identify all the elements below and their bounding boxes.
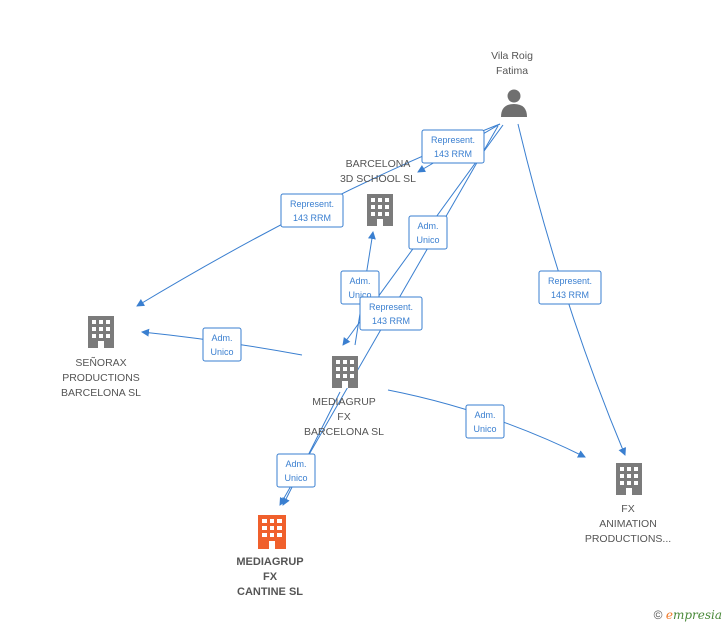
edge-label-adm3[interactable]: Adm. Unico — [202, 327, 242, 362]
footer-brand: © empresia — [654, 608, 722, 622]
edge-label-adm2-line1: Adm. — [349, 276, 370, 286]
building-icon — [367, 194, 393, 226]
building-icon — [616, 463, 642, 495]
edge-label-adm5[interactable]: Adm. Unico — [276, 453, 316, 488]
mediagrup-cantine-line1: MEDIAGRUP — [236, 556, 303, 568]
edge-label-rep2-line1: Represent. — [290, 199, 334, 209]
fx-animation-line2: ANIMATION — [599, 518, 657, 530]
senorax-line3: BARCELONA SL — [61, 387, 141, 399]
mediagrup-cantine-line3: CANTINE SL — [237, 586, 303, 598]
node-barcelona-3d-school[interactable]: BARCELONA 3D SCHOOL SL — [340, 158, 416, 226]
edge-label-rep3[interactable]: Represent. 143 RRM — [359, 296, 423, 331]
edge-label-rep4-line2: 143 RRM — [551, 290, 589, 300]
edge-line-adm5 — [282, 391, 341, 506]
edge-label-adm1-line1: Adm. — [417, 221, 438, 231]
node-person[interactable]: Vila Roig Fatima — [491, 50, 533, 117]
fx-animation-line3: PRODUCTIONS... — [585, 533, 671, 545]
edge-label-rep1-line1: Represent. — [431, 135, 475, 145]
edge-label-rep4-line1: Represent. — [548, 276, 592, 286]
barcelona3d-line2: 3D SCHOOL SL — [340, 173, 416, 185]
node-mediagrup-fx-barcelona[interactable]: MEDIAGRUP FX BARCELONA SL — [304, 356, 384, 438]
edge-label-rep2-line2: 143 RRM — [293, 213, 331, 223]
edge-label-adm4-line2: Unico — [473, 424, 496, 434]
edge-label-rep2[interactable]: Represent. 143 RRM — [280, 193, 344, 228]
senorax-line1: SEÑORAX — [75, 356, 126, 369]
barcelona3d-line1: BARCELONA — [346, 158, 411, 170]
edge-label-adm3-line1: Adm. — [211, 333, 232, 343]
mediagrup-barcelona-line2: FX — [337, 411, 350, 423]
building-icon — [258, 515, 286, 549]
building-icon — [332, 356, 358, 388]
node-senorax-productions[interactable]: SEÑORAX PRODUCTIONS BARCELONA SL — [61, 316, 141, 399]
edge-label-adm4[interactable]: Adm. Unico — [465, 404, 505, 439]
edge-label-rep3-line2: 143 RRM — [372, 316, 410, 326]
edge-label-adm1[interactable]: Adm. Unico — [408, 215, 448, 250]
edge-label-adm5-line2: Unico — [284, 473, 307, 483]
edge-label-rep3-line1: Represent. — [369, 302, 413, 312]
brand-logo-rest: mpresia — [672, 608, 722, 622]
edge-label-adm3-line2: Unico — [210, 347, 233, 357]
mediagrup-cantine-line2: FX — [263, 571, 278, 583]
edge-label-adm2[interactable]: Adm. Unico — [340, 270, 380, 305]
copyright-symbol: © — [653, 608, 663, 622]
node-mediagrup-fx-cantine[interactable]: MEDIAGRUP FX CANTINE SL — [236, 515, 304, 598]
person-name-line1: Vila Roig — [491, 50, 533, 62]
edge-label-adm4-line1: Adm. — [474, 410, 495, 420]
edge-label-rep1-line2: 143 RRM — [434, 149, 472, 159]
person-icon — [501, 89, 527, 117]
fx-animation-line1: FX — [621, 503, 634, 515]
building-icon — [88, 316, 114, 348]
person-name-line2: Fatima — [496, 65, 528, 77]
node-fx-animation-productions[interactable]: FX ANIMATION PRODUCTIONS... — [585, 463, 671, 545]
edge-label-adm2-line2: Unico — [348, 290, 371, 300]
edge-label-rep4[interactable]: Represent. 143 RRM — [538, 270, 602, 305]
senorax-line2: PRODUCTIONS — [62, 372, 140, 384]
edge-label-adm5-line1: Adm. — [285, 459, 306, 469]
mediagrup-barcelona-line1: MEDIAGRUP — [312, 396, 376, 408]
edge-label-rep1[interactable]: Represent. 143 RRM — [421, 129, 485, 164]
brand-logo-initial: e — [665, 608, 673, 622]
edge-label-adm1-line2: Unico — [416, 235, 439, 245]
mediagrup-barcelona-line3: BARCELONA SL — [304, 426, 384, 438]
